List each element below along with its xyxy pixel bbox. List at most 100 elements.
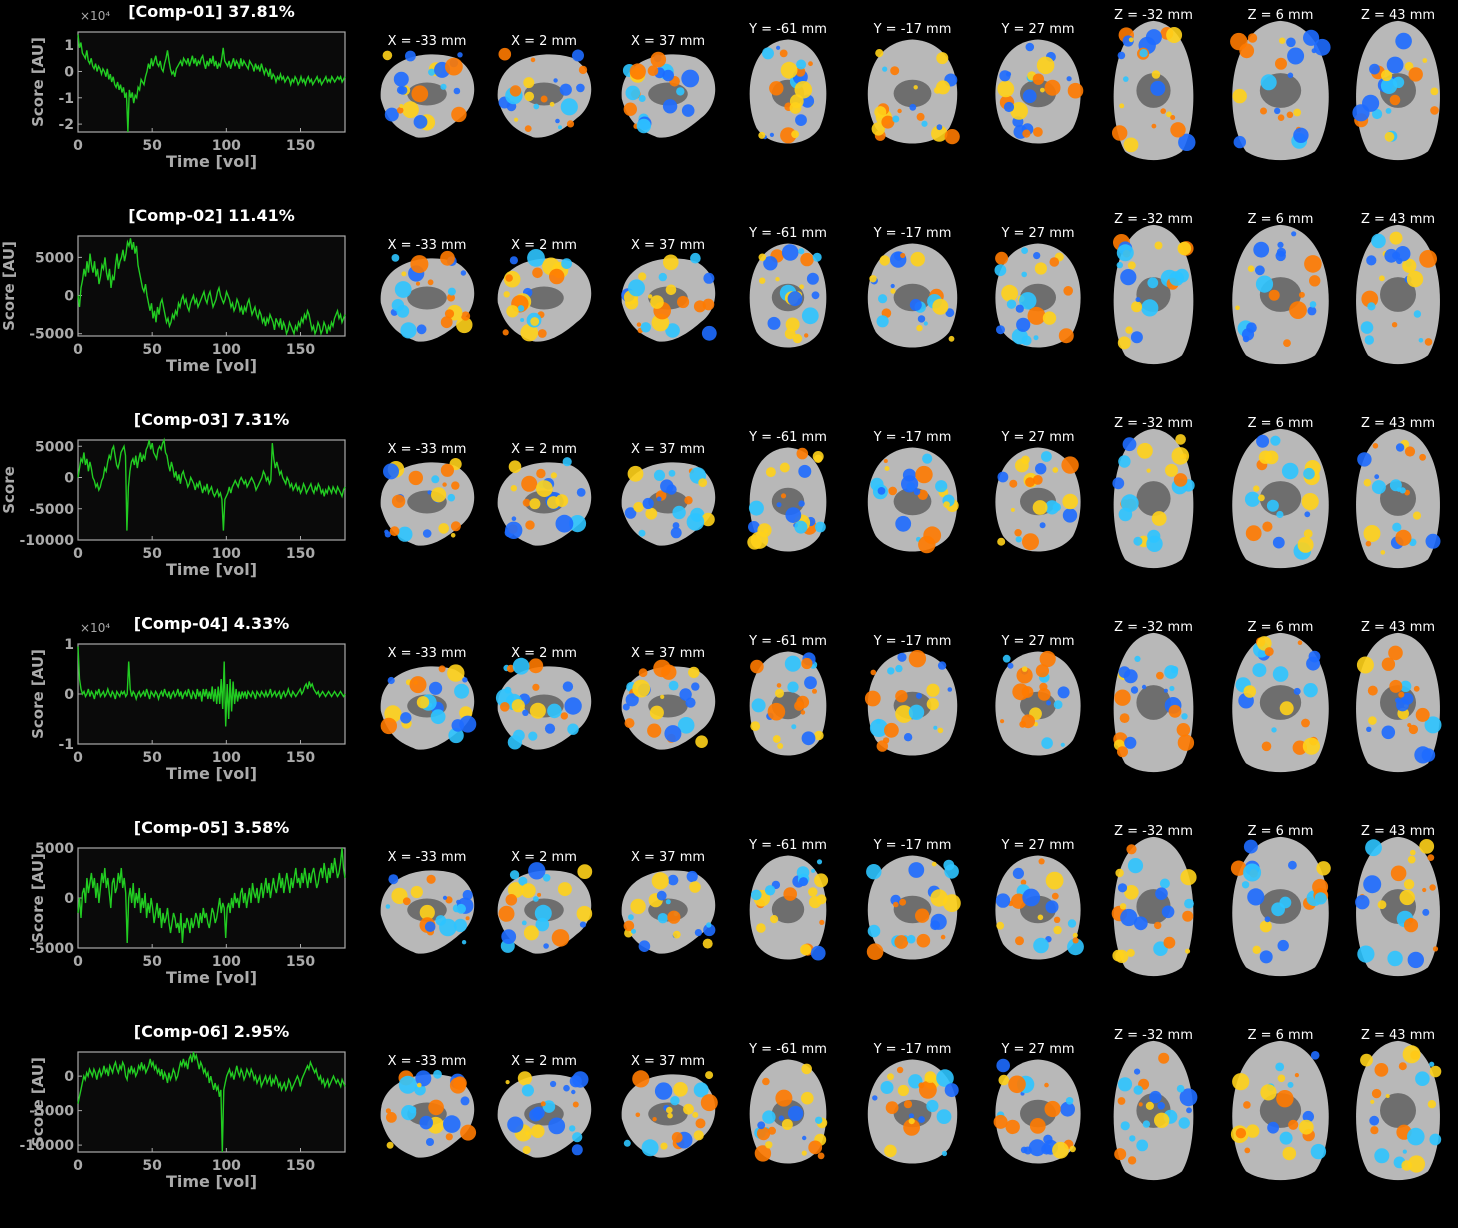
slice-coordinate-label: X = -33 mm xyxy=(387,238,467,253)
brain-slice-activation-blob xyxy=(1287,47,1305,65)
brain-slice-activation-blob xyxy=(812,688,817,694)
brain-slice-activation-blob xyxy=(1303,29,1320,46)
brain-slice-activation-blob xyxy=(1137,442,1153,459)
brain-slice-activation-blob xyxy=(672,522,680,529)
brain-slice xyxy=(1355,836,1440,977)
x-tick-label: 50 xyxy=(142,750,162,766)
brain-slice-activation-blob xyxy=(1016,317,1031,332)
slice-coordinate-label: Y = -61 mm xyxy=(749,838,827,853)
brain-slice-activation-blob xyxy=(528,862,546,880)
brain-slice-activation-blob xyxy=(1403,918,1419,933)
brain-slice-activation-blob xyxy=(705,1071,714,1080)
brain-slice-activation-blob xyxy=(918,1082,925,1089)
brain-slice-activation-blob xyxy=(1370,1099,1375,1104)
brain-slice-activation-blob xyxy=(1182,910,1194,922)
brain-slice-activation-blob xyxy=(800,710,806,715)
brain-slice-activation-blob xyxy=(923,321,928,326)
brain-slice-activation-blob xyxy=(550,1080,557,1088)
y-tick-label: -5000 xyxy=(29,327,74,343)
slice-coordinate-label: Y = 27 mm xyxy=(1001,634,1075,649)
slice-coordinate-label: Z = 6 mm xyxy=(1247,8,1314,23)
brain-slice-activation-blob xyxy=(1016,667,1033,684)
brain-slice-activation-blob xyxy=(1247,888,1265,906)
brain-slice-activation-blob xyxy=(1310,1051,1320,1060)
brain-slice-activation-blob xyxy=(1408,917,1414,923)
brain-slice-activation-blob xyxy=(819,919,825,925)
brain-slice-activation-blob xyxy=(549,268,565,285)
brain-slice-activation-blob xyxy=(1413,310,1422,318)
brain-slice-activation-blob xyxy=(691,682,700,691)
brain-slice-activation-blob xyxy=(683,1103,694,1115)
brain-slice-activation-blob xyxy=(693,1130,704,1141)
brain-slice-activation-blob xyxy=(1177,734,1195,751)
x-axis-label: Time [vol] xyxy=(165,764,258,783)
brain-slice xyxy=(495,657,592,750)
brain-slice-activation-blob xyxy=(419,1115,433,1130)
brain-slice-activation-blob xyxy=(401,271,407,277)
x-tick-label: 0 xyxy=(73,138,83,154)
brain-slice-activation-blob xyxy=(638,95,646,102)
slice-coordinate-label: Y = -17 mm xyxy=(873,634,952,649)
brain-slice-activation-blob xyxy=(1147,277,1159,289)
slice-coordinate-label: X = -33 mm xyxy=(387,1054,467,1069)
brain-slice-activation-blob xyxy=(815,521,826,533)
brain-slice-activation-blob xyxy=(800,252,814,267)
brain-slice-activation-blob xyxy=(1119,713,1130,723)
brain-slice-activation-blob xyxy=(1044,1100,1061,1118)
brain-slice xyxy=(1113,1040,1198,1181)
brain-slice-activation-blob xyxy=(1025,477,1035,488)
brain-slice-activation-blob xyxy=(924,1071,937,1083)
component-title: [Comp-02] 11.41% xyxy=(128,206,295,225)
brain-slice-activation-blob xyxy=(996,921,1005,930)
brain-slice-activation-blob xyxy=(557,882,572,897)
brain-slice-activation-blob xyxy=(1061,456,1079,474)
brain-slice-activation-blob xyxy=(769,81,784,96)
brain-slice-activation-blob xyxy=(1424,338,1433,346)
brain-slice-activation-blob xyxy=(789,94,804,109)
brain-slice-activation-blob xyxy=(1015,936,1024,946)
brain-slice-activation-blob xyxy=(564,697,582,715)
brain-slice-activation-blob xyxy=(796,695,810,709)
brain-slice-activation-blob xyxy=(814,730,824,741)
brain-slice-activation-blob xyxy=(624,718,635,729)
brain-slice-activation-blob xyxy=(1131,301,1143,313)
y-tick-label: -10000 xyxy=(19,1138,74,1154)
brain-slice-activation-blob xyxy=(940,934,946,940)
brain-slice-activation-blob xyxy=(650,51,667,68)
brain-slice-activation-blob xyxy=(399,104,404,108)
y-tick-label: 1 xyxy=(64,38,74,54)
brain-slice-activation-blob xyxy=(664,725,682,743)
brain-slice-activation-blob xyxy=(1407,1155,1426,1173)
brain-slice-activation-blob xyxy=(647,723,662,738)
brain-slice-activation-blob xyxy=(521,1084,534,1097)
brain-slice-activation-blob xyxy=(1159,878,1170,889)
brain-slice-activation-blob xyxy=(389,526,400,537)
brain-slice-activation-blob xyxy=(1258,450,1273,464)
brain-slice-activation-blob xyxy=(1291,231,1297,237)
brain-slice-activation-blob xyxy=(673,1082,688,1097)
brain-slice-activation-blob xyxy=(1369,1115,1380,1126)
brain-slice-activation-blob xyxy=(1151,70,1161,79)
brain-slice-activation-blob xyxy=(1158,1052,1170,1064)
brain-slice-activation-blob xyxy=(671,1132,683,1143)
brain-slice-ventricle xyxy=(1136,685,1171,720)
y-tick-label: 5000 xyxy=(35,439,74,455)
brain-slice-activation-blob xyxy=(875,718,881,724)
brain-slice-activation-blob xyxy=(1058,328,1074,344)
brain-slice-activation-blob xyxy=(1185,948,1191,954)
brain-slice-activation-blob xyxy=(1127,1156,1137,1165)
brain-slice-activation-blob xyxy=(778,1115,785,1121)
brain-slice-activation-blob xyxy=(520,318,525,322)
brain-slice-activation-blob xyxy=(995,893,1011,908)
brain-slice-activation-blob xyxy=(1051,892,1059,900)
brain-slice-activation-blob xyxy=(1166,27,1183,43)
brain-slice-activation-blob xyxy=(428,1099,444,1116)
brain-slice-activation-blob xyxy=(784,655,801,672)
brain-slice-activation-blob xyxy=(529,702,546,719)
slice-coordinate-label: X = -33 mm xyxy=(387,646,467,661)
brain-slice-activation-blob xyxy=(1287,72,1294,79)
x-axis-label: Time [vol] xyxy=(165,968,258,987)
brain-slice-activation-blob xyxy=(1126,948,1135,957)
brain-slice-activation-blob xyxy=(1165,463,1178,477)
